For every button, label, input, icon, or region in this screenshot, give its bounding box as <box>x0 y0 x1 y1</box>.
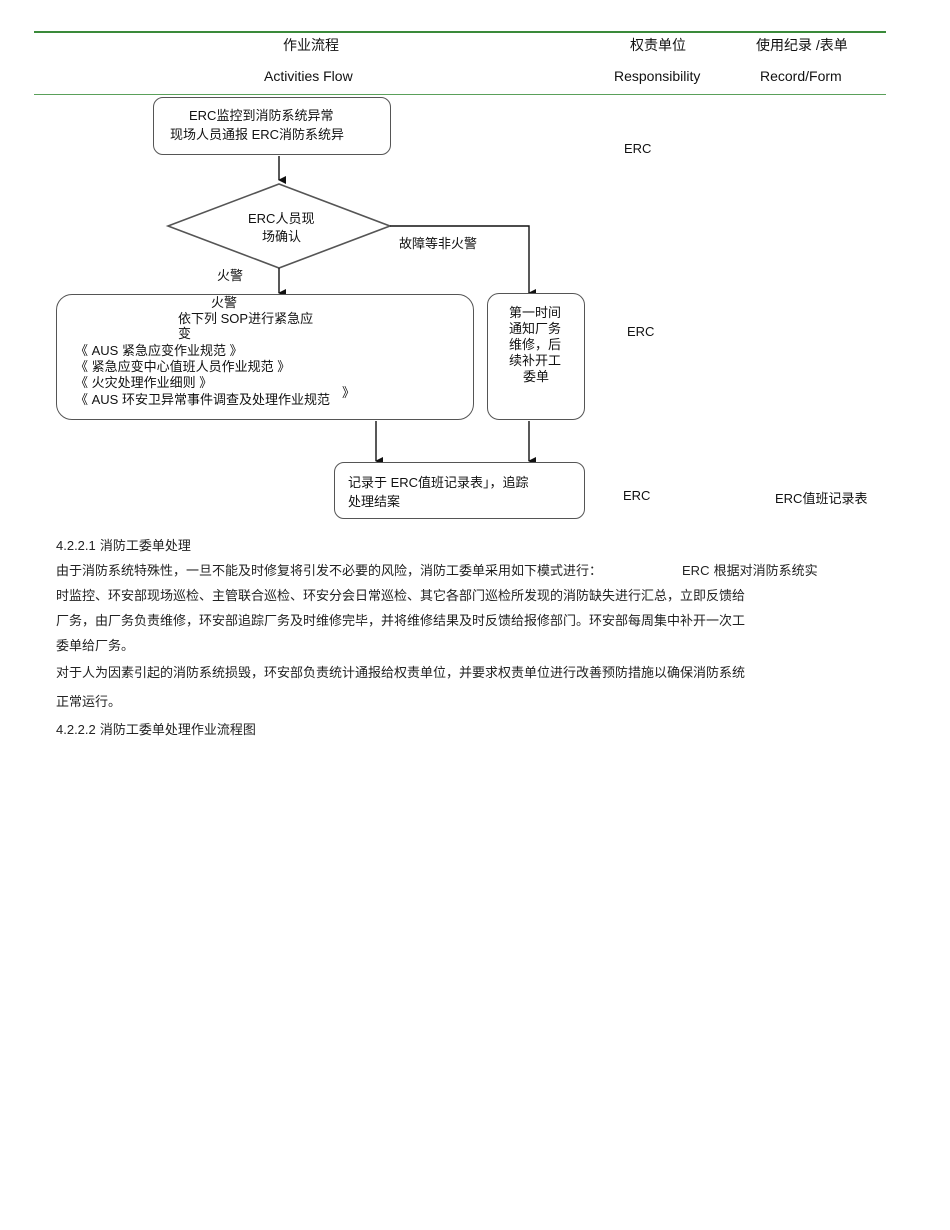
responsibility-row3: ERC <box>623 488 651 503</box>
proc-fire-label: 火警 <box>211 295 238 310</box>
paragraph2-line1: 对于人为因素引起的消防系统损毁，环安部负责统计通报给权责单位，并要求权责单位进行… <box>56 666 746 681</box>
section-heading-4222: 4.2.2.2 消防工委单处理作业流程图 <box>56 719 256 738</box>
flowchart-connectors <box>165 156 536 465</box>
record-text-line1: 记录于 ERC值班记录表」，追踪 <box>348 475 529 490</box>
proc-sop-4-end: 》 <box>342 385 356 400</box>
label-fire: 火警 <box>217 268 244 283</box>
proc-sop-3: 《 火灾处理作业细则 》 <box>75 375 213 390</box>
notify-line-4: 续补开工 <box>509 353 562 368</box>
proc-sop-1: 《 AUS 紧急应变作业规范 》 <box>75 343 243 358</box>
section2-number: 4.2.2.2 <box>56 722 96 737</box>
record-text-line2: 处理结案 <box>348 494 401 509</box>
decision-text-line1: ERC人员现 <box>248 211 315 226</box>
paragraph1-line2: 时监控、环安部现场巡检、主管联合巡检、环安分会日常巡检、其它各部门巡检所发现的消… <box>56 589 746 604</box>
proc-sop-2: 《 紧急应变中心值班人员作业规范 》 <box>75 359 291 374</box>
section-number: 4.2.2.1 <box>56 538 96 553</box>
record-form-row3: ERC值班记录表 <box>775 491 868 506</box>
flow-fire-process-box: 火警 依下列 SOP进行紧急应 变 《 AUS 紧急应变作业规范 》 《 紧急应… <box>56 294 474 420</box>
paragraph1-line1: 由于消防系统特殊性，一旦不能及时修复将引发不必要的风险，消防工委单采用如下模式进… <box>56 560 818 579</box>
header-flow-en: Activities Flow <box>264 68 353 84</box>
section-heading-4221: 4.2.2.1 消防工委单处理 <box>56 535 191 554</box>
proc-text-line1: 依下列 SOP进行紧急应 <box>178 311 314 326</box>
notify-line-3: 维修，后 <box>509 337 562 352</box>
header-bottom-rule <box>34 94 886 95</box>
section-title: 消防工委单处理 <box>99 539 191 554</box>
label-non-fire: 故障等非火警 <box>399 236 478 251</box>
header-responsibility-cn: 权责单位 <box>630 37 686 53</box>
arrow-decision-to-notify <box>390 225 536 297</box>
notify-line-1: 第一时间 <box>509 305 562 320</box>
decision-text-line2: 场确认 <box>262 229 302 244</box>
paragraph1-line3: 厂务，由厂务负责维修，环安部追踪厂务及时维修完毕，并将维修结果及时反馈给报修部门… <box>56 614 746 629</box>
header-responsibility-en: Responsibility <box>614 68 701 84</box>
paragraph1-line1-text: 由于消防系统特殊性，一旦不能及时修复将引发不必要的风险，消防工委单采用如下模式进… <box>56 564 603 579</box>
proc-text-line2: 变 <box>178 326 192 341</box>
header-top-rule <box>34 31 886 33</box>
flow-start-box: ERC监控到消防系统异常 现场人员通报 ERC消防系统异 <box>153 97 391 155</box>
notify-line-5: 委单 <box>523 369 550 384</box>
header-record-en: Record/Form <box>760 68 842 84</box>
start-text-line2: 现场人员通报 ERC消防系统异 <box>170 127 345 142</box>
flow-notify-box: 第一时间 通知厂务 维修，后 续补开工 委单 <box>487 293 585 420</box>
paragraph1-erc: ERC <box>682 563 710 578</box>
responsibility-row1: ERC <box>624 141 652 156</box>
header-flow-cn: 作业流程 <box>283 37 339 53</box>
paragraph1-line1-tail: 根据对消防系统实 <box>713 564 818 579</box>
header-record-cn: 使用纪录 /表单 <box>756 37 848 53</box>
paragraph2-line2: 正常运行。 <box>56 695 122 710</box>
proc-sop-4: 《 AUS 环安卫异常事件调查及处理作业规范 <box>75 392 330 407</box>
flow-record-box: 记录于 ERC值班记录表」，追踪 处理结案 <box>334 462 585 519</box>
responsibility-row2: ERC <box>627 324 655 339</box>
section2-title: 消防工委单处理作业流程图 <box>99 723 256 738</box>
paragraph1-line4: 委单给厂务。 <box>56 639 135 654</box>
start-text-line1: ERC监控到消防系统异常 <box>189 108 334 123</box>
notify-line-2: 通知厂务 <box>509 321 562 336</box>
